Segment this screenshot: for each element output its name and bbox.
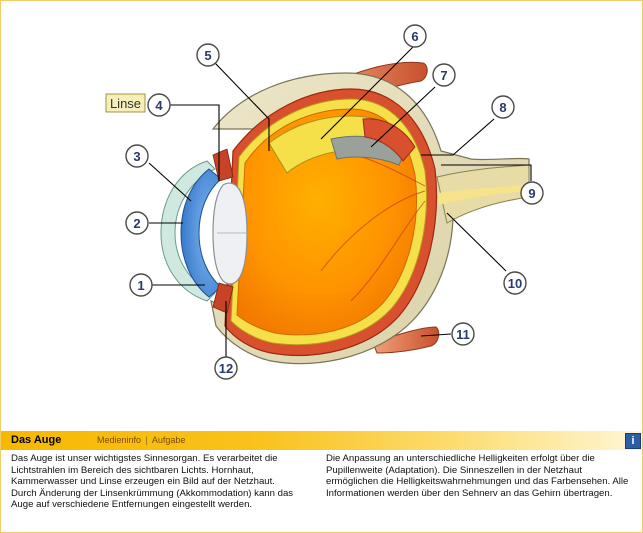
callout-7: 7 [433, 64, 455, 86]
callout-number: 6 [411, 29, 418, 44]
callout-number: 12 [219, 361, 233, 376]
callout-number: 3 [133, 149, 140, 164]
callout-number: 9 [528, 186, 535, 201]
info-links: Medieninfo | Aufgabe [97, 435, 185, 445]
description-left: Das Auge ist unser wichtigstes Sinnesorg… [11, 453, 299, 511]
info-title: Das Auge [11, 434, 61, 446]
callout-number: 10 [508, 276, 522, 291]
callout-number: 1 [137, 278, 144, 293]
optic-nerve [437, 165, 529, 223]
callout-4: 4 [148, 94, 170, 116]
description-right: Die Anpassung an unterschiedliche Hellig… [326, 453, 631, 499]
callout-number: 2 [133, 216, 140, 231]
callout-11: 11 [452, 323, 474, 345]
info-button[interactable]: i [625, 433, 641, 449]
callout-8: 8 [492, 96, 514, 118]
lens-label: Linse [106, 94, 145, 112]
callout-number: 7 [440, 68, 447, 83]
callout-3: 3 [126, 145, 148, 167]
callout-9: 9 [521, 182, 543, 204]
media-info-link[interactable]: Medieninfo [97, 435, 141, 445]
link-separator: | [146, 435, 148, 445]
callout-10: 10 [504, 272, 526, 294]
callout-5: 5 [197, 44, 219, 66]
callout-2: 2 [126, 212, 148, 234]
lens [213, 183, 247, 284]
callout-12: 12 [215, 357, 237, 379]
task-link[interactable]: Aufgabe [152, 435, 186, 445]
callout-number: 4 [155, 98, 163, 113]
callout-1: 1 [130, 274, 152, 296]
callout-number: 8 [499, 100, 506, 115]
callout-number: 5 [204, 48, 211, 63]
callout-6: 6 [404, 25, 426, 47]
info-header-bar: Das Auge Medieninfo | Aufgabe i [1, 431, 642, 450]
lens-label-text: Linse [110, 96, 141, 111]
callout-number: 11 [456, 327, 470, 342]
